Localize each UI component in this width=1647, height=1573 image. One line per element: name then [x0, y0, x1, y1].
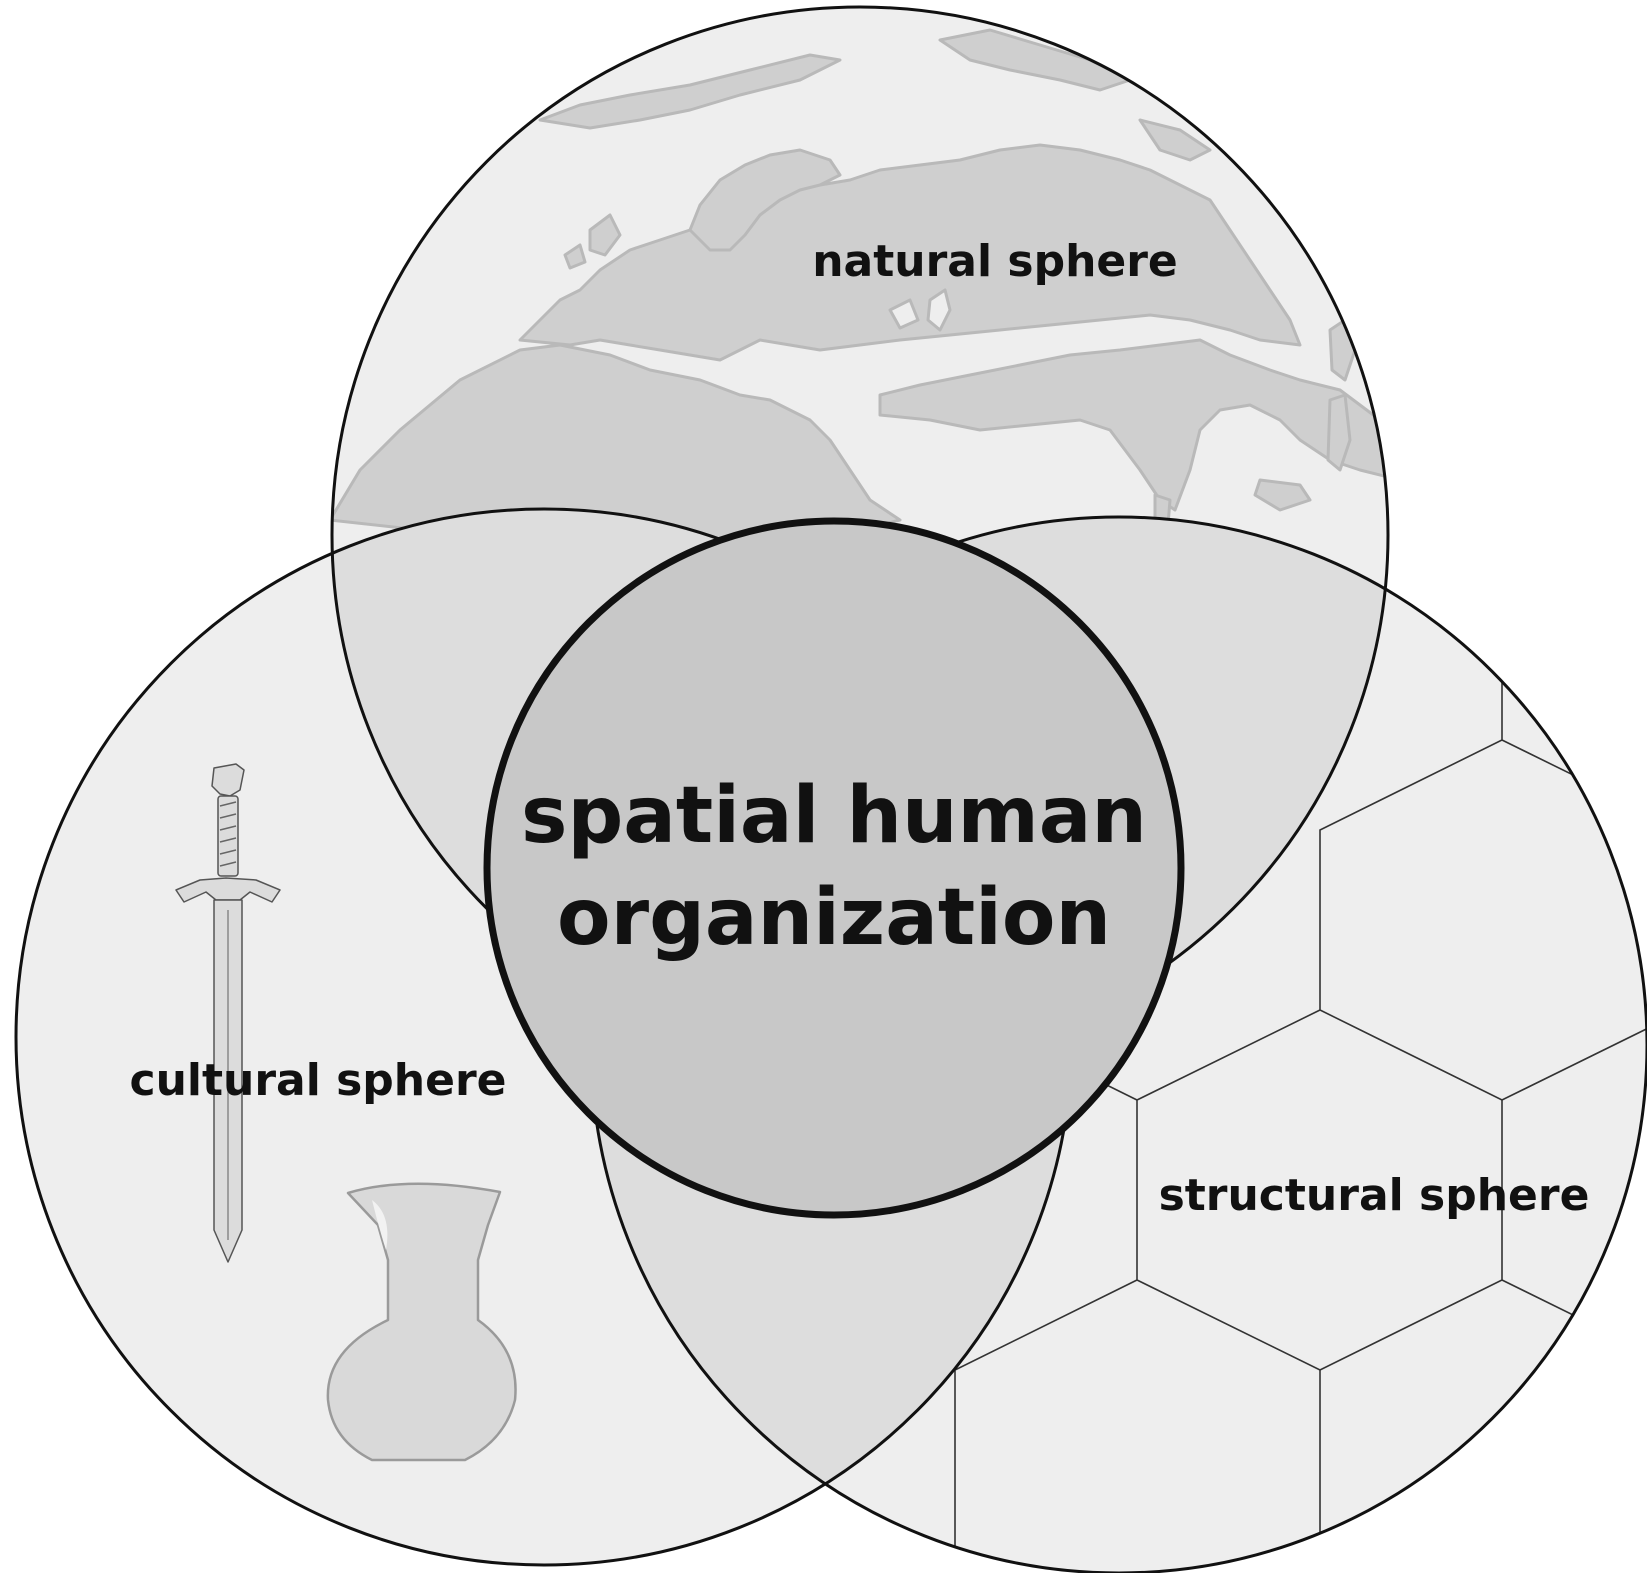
sword-icon — [175, 763, 281, 1263]
cultural-sphere-label: cultural sphere — [129, 1055, 506, 1106]
world-map-icon — [332, 28, 1388, 562]
center-label-line1: spatial human — [521, 771, 1147, 861]
vase-icon — [326, 1182, 517, 1462]
spatial-human-organization-circle — [483, 517, 1185, 1219]
center-label-line2: organization — [557, 873, 1111, 963]
natural-sphere-label: natural sphere — [812, 236, 1178, 287]
structural-sphere-label: structural sphere — [1159, 1170, 1590, 1221]
